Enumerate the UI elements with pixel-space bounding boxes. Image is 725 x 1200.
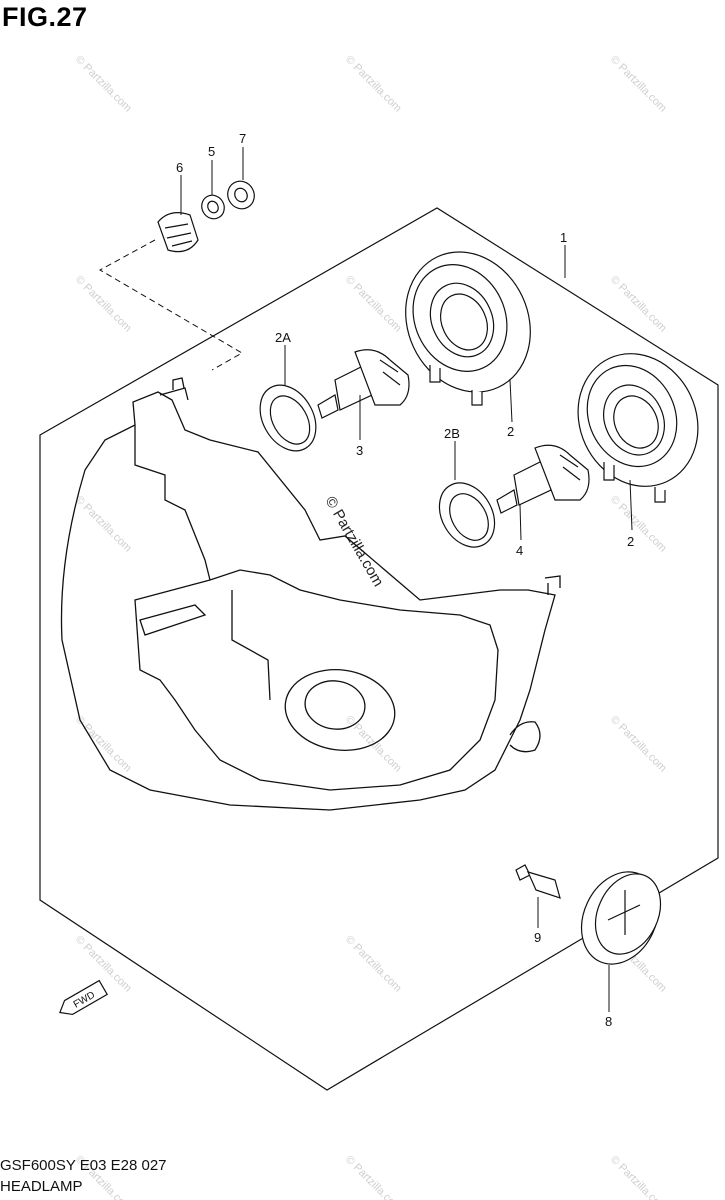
- part-7-grommet: [227, 180, 255, 210]
- callout-2-upper: 2: [507, 424, 514, 439]
- watermark: © Partzilla.com: [343, 934, 404, 995]
- headlamp-housing: [60, 377, 561, 811]
- callout-9: 9: [534, 930, 541, 945]
- watermark: © Partzilla.com: [73, 274, 134, 335]
- section-name: HEADLAMP: [0, 1178, 83, 1195]
- assembly-outline: [39, 207, 719, 1091]
- watermark: © Partzilla.com: [343, 1154, 404, 1200]
- part-8-cover: [580, 871, 662, 965]
- callout-2-lower: 2: [627, 534, 634, 549]
- figure-title: FIG.27: [2, 2, 88, 32]
- part-3-bulb: [317, 349, 410, 419]
- dashed-leader: [98, 239, 244, 371]
- callout-4: 4: [516, 543, 523, 558]
- callout-8: 8: [605, 1014, 612, 1029]
- callout-6: 6: [176, 160, 183, 175]
- fwd-arrow-icon: FWD: [59, 979, 109, 1016]
- callout-1: 1: [560, 230, 567, 245]
- watermark: © Partzilla.com: [608, 714, 669, 775]
- watermark: © Partzilla.com: [343, 54, 404, 115]
- callout-2A: 2A: [275, 330, 291, 345]
- model-code: GSF600SY E03 E28 027: [0, 1157, 167, 1174]
- watermark: © Partzilla.com: [73, 54, 134, 115]
- part-2B-ring: [438, 482, 496, 548]
- part-2A-ring: [259, 384, 317, 452]
- watermark-center: © Partzilla.com: [322, 494, 387, 590]
- callout-7: 7: [239, 131, 246, 146]
- watermark: © Partzilla.com: [608, 494, 669, 555]
- part-2-upper-ring: [405, 251, 531, 406]
- watermark: © Partzilla.com: [343, 274, 404, 335]
- part-2-lower-ring: [577, 353, 699, 503]
- part-4-bulb: [496, 444, 590, 514]
- part-9-screw: [515, 864, 561, 899]
- watermark: © Partzilla.com: [608, 1154, 669, 1200]
- callout-5: 5: [208, 144, 215, 159]
- watermark: © Partzilla.com: [73, 934, 134, 995]
- watermark: © Partzilla.com: [608, 54, 669, 115]
- watermark: © Partzilla.com: [73, 494, 134, 555]
- watermark: © Partzilla.com: [608, 274, 669, 335]
- callout-2B: 2B: [444, 426, 460, 441]
- part-5-washer: [201, 194, 225, 220]
- callout-3: 3: [356, 443, 363, 458]
- part-6-socket: [157, 212, 199, 253]
- leader-lines: [180, 147, 633, 1012]
